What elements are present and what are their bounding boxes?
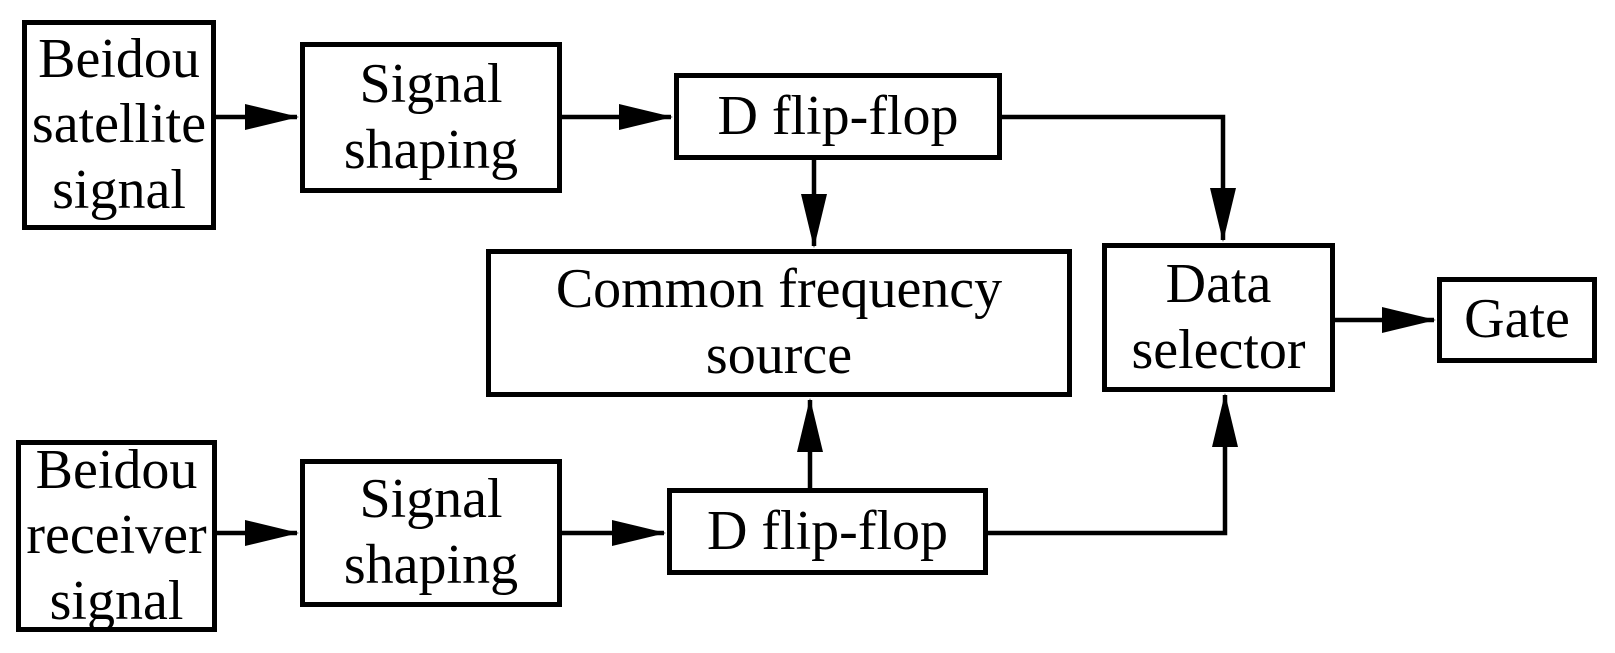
node-label: Beidou satellite signal <box>31 27 207 221</box>
node-label: Gate <box>1464 288 1570 351</box>
node-beidou-receiver-signal: Beidou receiver signal <box>16 438 217 632</box>
node-label: Common frequency source <box>555 258 1003 386</box>
node-label: Signal shaping <box>343 52 519 181</box>
node-common-frequency-source: Common frequency source <box>486 249 1072 397</box>
node-label: Signal shaping <box>343 468 519 596</box>
arrow-dff-bottom-to-data-selector <box>988 393 1238 536</box>
node-label: D flip-flop <box>717 84 959 147</box>
node-d-flip-flop-top: D flip-flop <box>674 73 1002 160</box>
node-beidou-satellite-signal: Beidou satellite signal <box>22 20 216 230</box>
node-gate: Gate <box>1437 277 1597 363</box>
node-d-flip-flop-bottom: D flip-flop <box>667 488 988 575</box>
node-data-selector: Data selector <box>1102 243 1335 392</box>
node-label: Data selector <box>1131 252 1306 381</box>
node-signal-shaping-top: Signal shaping <box>300 42 562 193</box>
node-label: D flip-flop <box>706 499 949 562</box>
node-label: Beidou receiver signal <box>26 438 207 632</box>
node-signal-shaping-bottom: Signal shaping <box>300 459 562 607</box>
arrow-dff-top-to-data-selector <box>1002 114 1236 242</box>
